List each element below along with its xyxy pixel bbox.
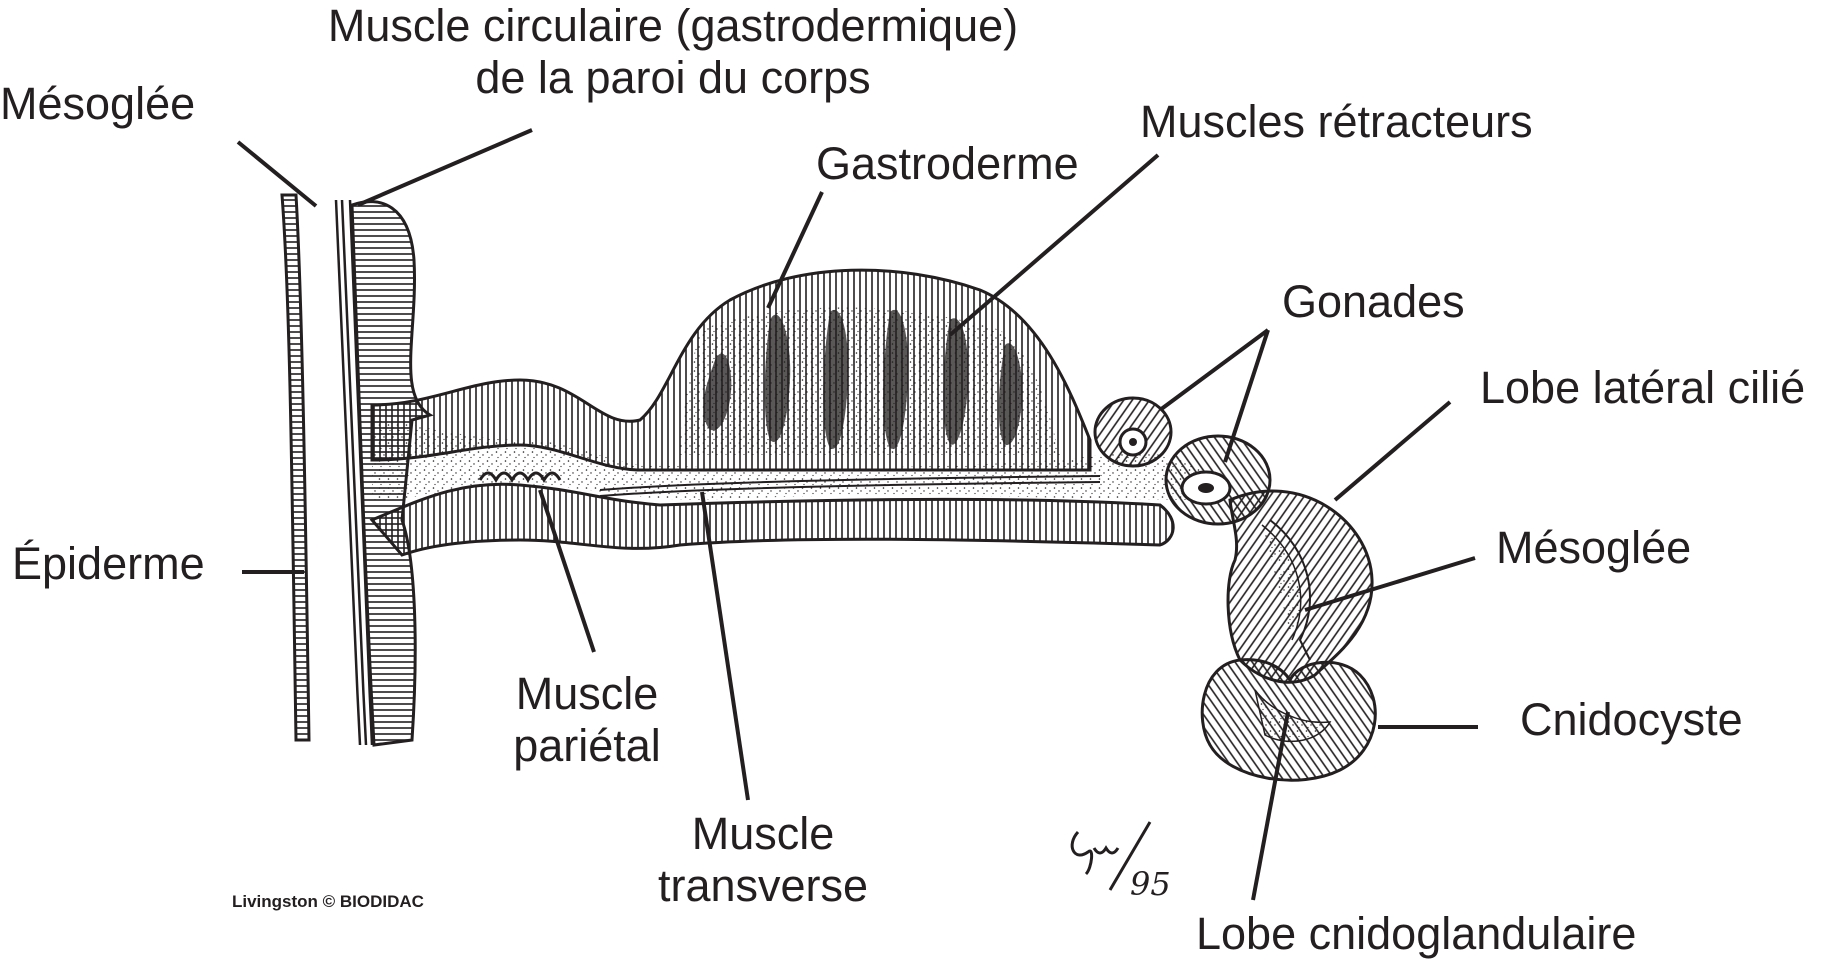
leader-mesoglee-right — [1304, 556, 1476, 612]
leader-muscle-transverse — [700, 491, 750, 801]
label-gastroderme: Gastroderme — [816, 138, 1079, 189]
cnidoglandular-lobe — [1200, 658, 1377, 782]
label-muscle-parietal-line1: Muscle — [515, 668, 659, 719]
signature-date: 95 — [1130, 865, 1171, 903]
leader-muscles-retracteurs — [948, 153, 1160, 337]
label-gonades: Gonades — [1282, 276, 1465, 327]
credit-text: Livingston © BIODIDAC — [232, 892, 424, 911]
transverse-muscle — [599, 475, 1101, 497]
leader-gonades-2 — [1223, 329, 1270, 463]
label-muscle-circulaire-line1: Muscle circulaire (gastrodermique) — [327, 0, 1019, 51]
label-muscle-transverse-line1: Muscle — [691, 808, 835, 859]
label-muscle-transverse-line2: transverse — [657, 860, 869, 911]
retractor-muscle-folds — [703, 309, 1023, 449]
epidermis-layer — [280, 193, 311, 742]
label-epiderme: Épiderme — [12, 538, 205, 589]
label-cnidocyste: Cnidocyste — [1520, 694, 1743, 745]
label-muscle-transverse: Muscle transverse — [618, 808, 908, 912]
label-muscles-retracteurs: Muscles rétracteurs — [1140, 96, 1533, 147]
leader-gonades-1 — [1158, 328, 1270, 412]
leader-muscle-parietal — [538, 489, 596, 653]
leader-muscle-circulaire — [357, 128, 533, 207]
label-mesoglee-top: Mésoglée — [0, 78, 196, 129]
ciliated-lateral-lobe — [1226, 489, 1374, 684]
leader-lobe-cnidoglandulaire — [1251, 711, 1290, 901]
label-muscle-circulaire: Muscle circulaire (gastrodermique) de la… — [290, 0, 1056, 104]
parietal-muscle — [478, 471, 562, 484]
artist-signature: 95 — [1070, 821, 1171, 903]
leader-mesoglee-top — [236, 140, 318, 208]
label-mesoglee-right: Mésoglée — [1496, 522, 1692, 573]
leader-gastroderme — [766, 191, 824, 309]
leader-lobe-lateral — [1333, 400, 1452, 502]
label-muscle-parietal: Muscle pariétal — [480, 668, 694, 772]
label-muscle-parietal-line2: pariétal — [513, 720, 661, 771]
label-lobe-cnidoglandulaire: Lobe cnidoglandulaire — [1196, 908, 1637, 959]
label-muscle-circulaire-line2: de la paroi du corps — [475, 52, 871, 103]
mesentery-lower-band — [369, 482, 1175, 557]
gonad-small — [1093, 396, 1173, 468]
leader-lines — [236, 128, 1478, 901]
label-lobe-lateral-cilie: Lobe latéral cilié — [1480, 362, 1806, 413]
